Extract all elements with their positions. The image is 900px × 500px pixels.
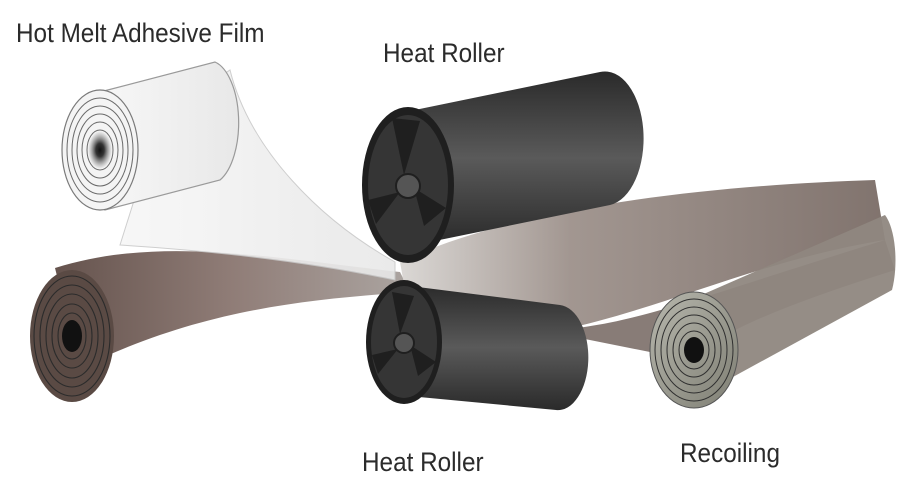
heat-roller-icon: [366, 280, 589, 411]
label-heat-roller-top: Heat Roller: [383, 38, 505, 68]
label-heat-roller-bottom: Heat Roller: [362, 447, 484, 477]
recoiling-roll-icon: [649, 215, 896, 409]
film-roll-icon: [61, 61, 240, 211]
substrate-roll-icon: [30, 270, 114, 402]
label-recoiling: Recoiling: [680, 438, 780, 468]
heat-roller-icon: [362, 71, 644, 263]
label-hot-melt-adhesive-film: Hot Melt Adhesive Film: [16, 18, 265, 48]
